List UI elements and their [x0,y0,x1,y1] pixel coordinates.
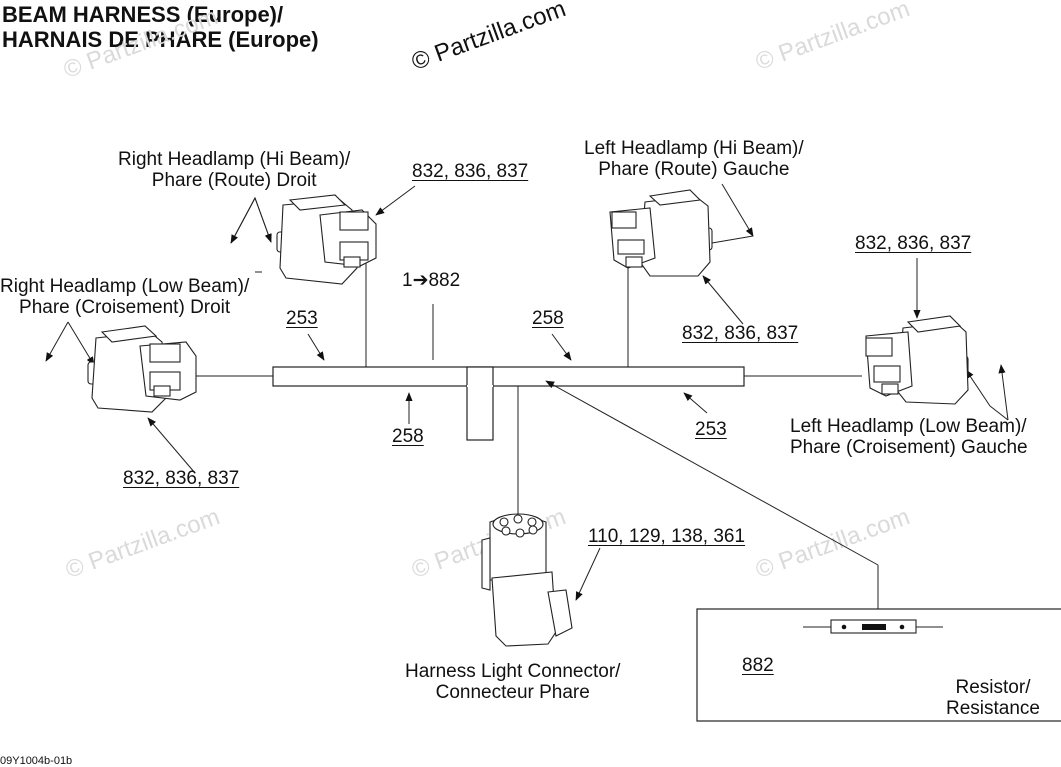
ref-right-headlamp-hi: 832, 836, 837 [412,161,529,182]
arrow-connector-ref [575,547,601,601]
headlamp-right-low [87,325,197,413]
label-connector: Harness Light Connector/ Connecteur Phar… [405,661,621,703]
label-left-headlamp-hi: Left Headlamp (Hi Beam)/ Phare (Route) G… [584,138,804,180]
arrow-left-hi-ref [702,275,744,325]
arrow-right-hi-ref [375,185,416,216]
label-left-headlamp-low: Left Headlamp (Low Beam)/ Phare (Croisem… [790,416,1028,458]
ref-right-headlamp-low: 832, 836, 837 [123,468,240,489]
label-right-headlamp-hi: Right Headlamp (Hi Beam)/ Phare (Route) … [118,149,351,191]
ref-branch-258-top: 258 [532,308,564,329]
ref-branch-253-bottom: 253 [695,419,727,440]
ref-left-headlamp-low: 832, 836, 837 [855,233,972,254]
arrow-left-hi-label [721,183,754,237]
harness-light-connector [481,513,573,647]
arrow-258-top [551,333,572,361]
diagram-code: 09Y1004b-01b [0,755,73,767]
ref-branch-253-top: 253 [286,308,318,329]
ref-branch-258-bottom: 258 [392,426,424,447]
resistor-inset [696,608,1061,722]
ref-resistor: 882 [742,655,774,676]
leader-resistor [545,380,879,566]
arrow-253-bottom [683,392,708,414]
harness-trunk [272,366,745,441]
label-right-headlamp-low: Right Headlamp (Low Beam)/ Phare (Croise… [0,276,250,318]
headlamp-right-hi [276,194,377,285]
headlamp-left-hi [609,189,713,277]
title-line-2: HARNAIS DE PHARE (Europe) [2,27,319,52]
diagram-title: BEAM HARNESS (Europe)/ HARNAIS DE PHARE … [2,2,319,52]
ref-connector: 110, 129, 138, 361 [588,526,746,547]
title-line-1: BEAM HARNESS (Europe)/ [2,2,284,27]
ref-left-headlamp-hi: 832, 836, 837 [682,323,799,344]
headlamp-left-low [865,315,969,405]
arrow-253-top [307,333,325,361]
arrow-right-low-label [45,321,69,362]
arrow-left-low-label [989,405,1009,421]
label-resistor: Resistor/ Resistance [946,677,1040,719]
ref-harness: 1➔882 [402,270,461,291]
arrow-right-low-ref [147,417,196,474]
